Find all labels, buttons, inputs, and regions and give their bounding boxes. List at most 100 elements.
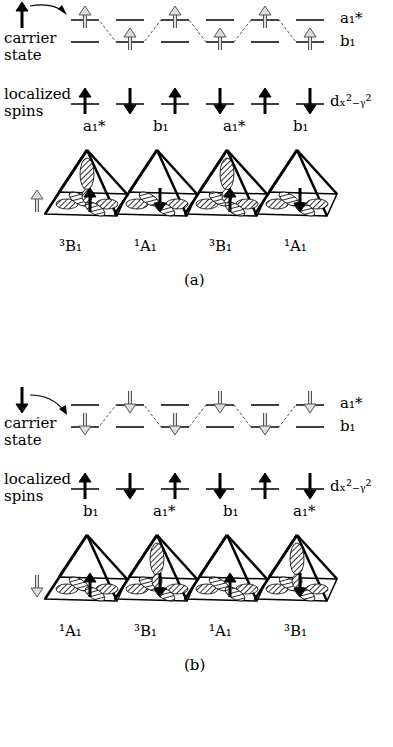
spin-arrow-shaft — [21, 387, 24, 404]
spin-arrow-head — [259, 88, 271, 97]
spin-arrow-head — [124, 490, 136, 499]
spin-arrow-shaft — [84, 15, 86, 28]
label: ³B₁ — [134, 623, 157, 640]
pyramid-edge — [129, 150, 157, 192]
spin-arrow-shaft — [308, 391, 312, 404]
spin-arrow-shaft — [309, 473, 312, 490]
level — [161, 404, 189, 406]
label: ¹A₁ — [134, 238, 157, 255]
spin-arrow-shaft — [35, 199, 39, 212]
pyramid-edge — [227, 535, 267, 579]
orbital-lobe — [220, 158, 234, 190]
spin-arrow-shaft — [159, 188, 162, 203]
spin-arrow-shaft — [264, 15, 266, 28]
spin-arrow-shaft — [218, 37, 222, 50]
spin-arrow-shaft — [174, 15, 176, 28]
pyramid-edge — [157, 150, 197, 194]
spin-arrow-head — [224, 573, 236, 582]
spin-arrow-shaft — [218, 391, 222, 404]
label: ³B₁ — [59, 238, 82, 255]
spin-arrow-shaft — [174, 97, 177, 114]
spin-arrow-shaft — [128, 37, 132, 50]
orbital-lobe — [83, 584, 107, 604]
spin-arrow-shaft — [229, 197, 232, 212]
label: b₁ — [293, 118, 309, 135]
spin-arrow-head — [304, 404, 316, 413]
spin-arrow-head — [304, 105, 316, 114]
spin-arrow-shaft — [89, 197, 92, 212]
spin-arrow-shaft — [89, 582, 92, 597]
label: ¹A₁ — [284, 238, 307, 255]
spin-arrow-head — [224, 188, 236, 197]
spin-arrow-shaft — [21, 11, 24, 28]
spin-arrow-shaft — [229, 582, 232, 597]
spin-arrow-head — [214, 28, 226, 37]
spin-arrow-shaft — [84, 97, 87, 114]
orbital-lobe — [293, 199, 317, 219]
spin-arrow-head — [31, 588, 43, 597]
level — [116, 426, 144, 428]
pyramid-edge — [269, 150, 297, 192]
spin-arrow-shaft — [219, 88, 222, 105]
spin-arrow-head — [79, 6, 91, 15]
spin-arrow-shaft — [174, 413, 176, 426]
spin-arrow-shaft — [309, 88, 312, 105]
spin-arrow-head — [79, 88, 91, 97]
spin-arrow-shaft — [219, 37, 221, 50]
spin-arrow-shaft — [129, 37, 131, 50]
spin-arrow-shaft — [36, 575, 38, 588]
label: b₁ — [83, 503, 99, 520]
level — [206, 19, 234, 21]
label: a₁* — [293, 503, 315, 520]
pyramid-edge — [87, 535, 127, 579]
label: b₁ — [340, 33, 356, 50]
spin-arrow-shaft — [159, 573, 162, 588]
spin-arrow-shaft — [36, 199, 38, 212]
spin-arrow-head — [169, 426, 181, 435]
spin-arrow-head — [214, 404, 226, 413]
label: ¹A₁ — [59, 623, 82, 640]
spin-arrow-head — [84, 573, 96, 582]
spin-arrow-shaft — [174, 482, 177, 499]
carrier-path — [71, 405, 324, 427]
spin-arrow-head — [169, 473, 181, 482]
spin-arrow-head — [169, 6, 181, 15]
label: a₁* — [83, 118, 105, 135]
label: (b) — [184, 657, 205, 674]
spin-arrow-head — [124, 105, 136, 114]
spin-arrow-shaft — [299, 573, 302, 588]
spin-arrow-shaft — [264, 482, 267, 499]
pyramid-edge — [227, 535, 257, 601]
spin-arrow-shaft — [128, 391, 132, 404]
spin-arrow-head — [294, 203, 306, 212]
spin-arrow-shaft — [263, 413, 267, 426]
incoming-head — [58, 5, 67, 15]
spin-arrow-shaft — [219, 473, 222, 490]
spin-arrow-head — [294, 588, 306, 597]
label: ¹A₁ — [209, 623, 232, 640]
spin-arrow-shaft — [264, 97, 267, 114]
level — [251, 404, 279, 406]
spin-arrow-head — [214, 490, 226, 499]
label: localized spins — [4, 471, 74, 506]
spin-arrow-head — [79, 426, 91, 435]
spin-arrow-head — [84, 188, 96, 197]
spin-arrow-head — [16, 2, 28, 11]
label: b₁ — [223, 503, 239, 520]
spin-arrow-shaft — [83, 15, 87, 28]
spin-arrow-head — [214, 105, 226, 114]
orbital-lobe — [80, 158, 94, 190]
level — [161, 41, 189, 43]
level — [296, 19, 324, 21]
spin-arrow-head — [124, 28, 136, 37]
orbital-lobe — [292, 574, 302, 588]
spin-arrow-shaft — [309, 37, 311, 50]
spin-arrow-shaft — [35, 575, 39, 588]
level — [296, 426, 324, 428]
label: (a) — [184, 272, 205, 289]
spin-arrow-head — [169, 88, 181, 97]
orbital-lobe — [223, 584, 247, 604]
carrier-path — [71, 20, 324, 42]
label: ³B₁ — [209, 238, 232, 255]
orbital-lobe — [153, 199, 177, 219]
